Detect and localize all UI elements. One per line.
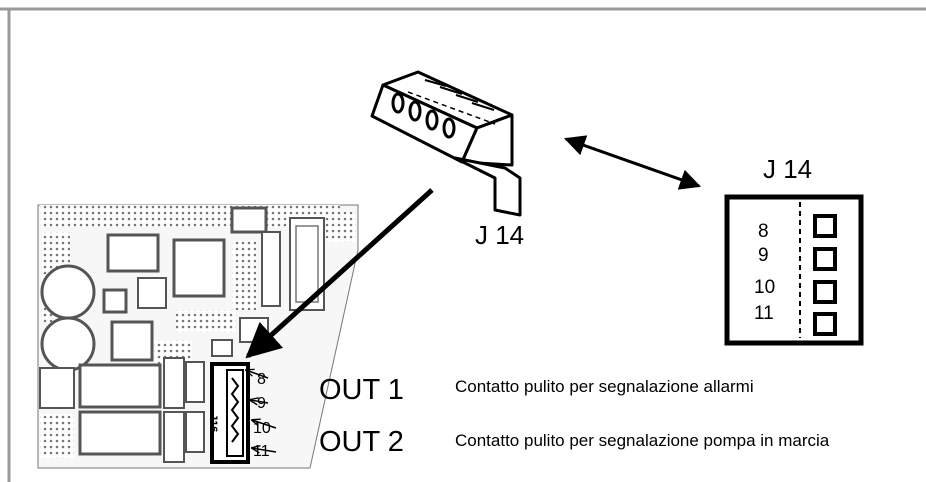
pinout-box [724,194,864,346]
board-pin-9: 9 [257,395,266,412]
out2-description: Contatto pulito per segnalazione pompa i… [455,431,830,450]
connector-plug-drawing [370,70,522,217]
pin-arrows [246,370,277,452]
board-header-j16 [210,362,250,464]
plug-label: J 14 [475,220,525,250]
pinout-pin-9: 9 [758,245,769,266]
board-pin-11: 11 [253,443,270,460]
board-pin-10: 10 [253,420,271,437]
out1-label: OUT 1 [319,374,404,406]
board-pin-8: 8 [257,371,266,388]
pinout-title: J 14 [763,154,813,184]
out2-label: OUT 2 [319,426,404,458]
out1-description: Contatto pulito per segnalazione allarmi [455,377,754,396]
pinout-pin-11: 11 [754,303,774,324]
insert-arrow [245,188,434,359]
pinout-pin-10: 10 [754,277,776,298]
board-header-label: J16 [207,414,219,433]
mapping-arrow [564,135,701,190]
pinout-pin-8: 8 [758,221,769,242]
circuit-board-drawing [37,204,359,469]
frame-border [0,7,926,482]
